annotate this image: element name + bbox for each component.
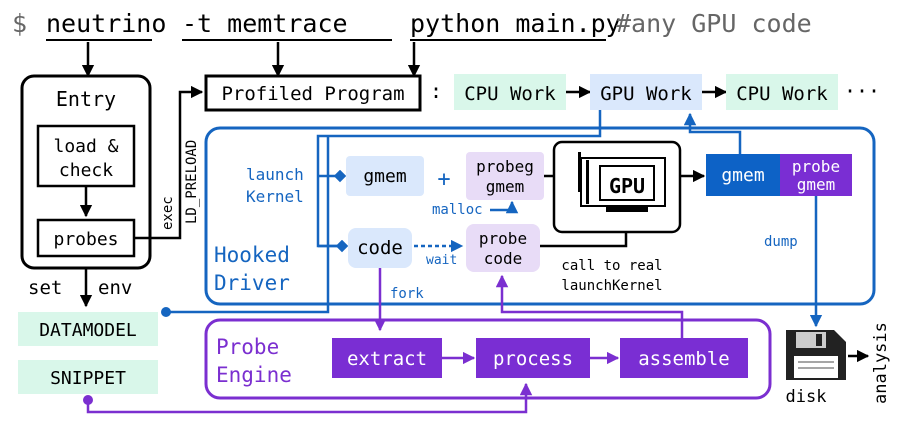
command-comment: #any GPU code xyxy=(616,9,812,38)
assemble-to-probe-code-arrow xyxy=(495,274,684,344)
hooked-driver-box xyxy=(204,126,876,306)
timeline-ellipsis: ··· xyxy=(844,79,880,103)
hooked-driver-title-2: Driver xyxy=(214,271,290,295)
load-check-label-2: check xyxy=(59,160,113,181)
exec-label: exec xyxy=(160,196,176,230)
out-probe-gmem-box xyxy=(780,154,852,196)
wait-label: wait xyxy=(426,253,457,268)
profiled-program-label: Profiled Program xyxy=(221,83,404,105)
gmem-label: gmem xyxy=(363,166,406,187)
malloc-label: malloc xyxy=(432,202,483,218)
datamodel-label: DATAMODEL xyxy=(39,320,137,341)
env-label: env xyxy=(98,277,132,299)
profiled-program-box xyxy=(204,74,422,112)
gpu-work-label: GPU Work xyxy=(600,83,692,105)
probes-box xyxy=(36,218,136,258)
disk-label: disk xyxy=(786,387,827,407)
cpu-work-box-1 xyxy=(454,74,566,110)
hooked-driver-title-1: Hooked xyxy=(214,243,290,267)
set-label: set xyxy=(28,277,62,299)
snippet-box xyxy=(18,360,158,394)
analysis-label: analysis xyxy=(871,322,891,404)
malloc-arrow xyxy=(490,200,519,214)
launch-kernel-label-2: Kernel xyxy=(246,187,304,206)
command-flag: -t memtrace xyxy=(182,9,348,38)
command-tool: neutrino xyxy=(46,9,166,38)
launch-kernel-label-1: launch xyxy=(246,165,304,184)
probe-code-label-2: code xyxy=(484,249,523,268)
fork-label: fork xyxy=(390,286,424,302)
floppy-disk-icon xyxy=(786,330,846,380)
load-check-box xyxy=(36,124,136,188)
timeline-colon: : xyxy=(430,79,442,103)
extract-box xyxy=(332,338,442,378)
command-prompt: $ xyxy=(12,9,27,38)
load-check-label-1: load & xyxy=(53,136,118,157)
code-box xyxy=(348,228,412,268)
ld-preload-label: LD_PRELOAD xyxy=(184,140,200,224)
gpu-label: GPU xyxy=(609,174,645,198)
datamodel-box xyxy=(18,312,158,346)
call-label-1: call to real xyxy=(561,258,662,274)
probe-engine-box xyxy=(204,318,772,400)
process-label: process xyxy=(493,348,573,370)
extract-label: extract xyxy=(347,348,427,370)
entry-title: Entry xyxy=(56,87,116,111)
datamodel-link-line xyxy=(168,136,330,314)
gpu-chip-icon xyxy=(578,152,666,212)
return-to-gpu-work-arrow xyxy=(683,112,742,154)
call-label-2: launchKernel xyxy=(561,278,662,294)
assemble-box xyxy=(620,338,748,378)
probe-gmem-label-1: probeg xyxy=(476,157,534,176)
snippet-link-dot xyxy=(83,395,93,405)
probe-gmem-label-2: gmem xyxy=(486,177,525,196)
assemble-label: assemble xyxy=(638,348,730,370)
out-probe-gmem-label-2: gmem xyxy=(797,175,836,194)
probe-code-label-1: probe xyxy=(479,229,527,248)
snippet-label: SNIPPET xyxy=(50,368,126,389)
out-gmem-box xyxy=(706,154,780,196)
probe-engine-title-1: Probe xyxy=(216,335,279,359)
process-box xyxy=(476,338,590,378)
command-program: python main.py xyxy=(410,9,621,38)
command-line: $ neutrino -t memtrace python main.py #a… xyxy=(12,9,812,41)
out-probe-gmem-label-1: probe xyxy=(792,157,840,176)
exec-arrow xyxy=(134,85,204,240)
plus-sign: + xyxy=(437,167,450,192)
probe-gmem-box xyxy=(466,152,544,200)
cpu-work-label-2: CPU Work xyxy=(736,83,828,105)
probe-code-box xyxy=(466,224,540,272)
datamodel-link-dot xyxy=(161,307,171,317)
gmem-box xyxy=(346,156,424,196)
code-label: code xyxy=(357,237,403,259)
out-gmem-label: gmem xyxy=(721,165,764,186)
gpu-work-box xyxy=(590,74,702,110)
cpu-work-label-1: CPU Work xyxy=(464,83,556,105)
dump-label: dump xyxy=(764,234,798,250)
probe-engine-title-2: Engine xyxy=(216,363,292,387)
probes-label: probes xyxy=(53,229,118,250)
cpu-work-box-2 xyxy=(726,74,838,110)
